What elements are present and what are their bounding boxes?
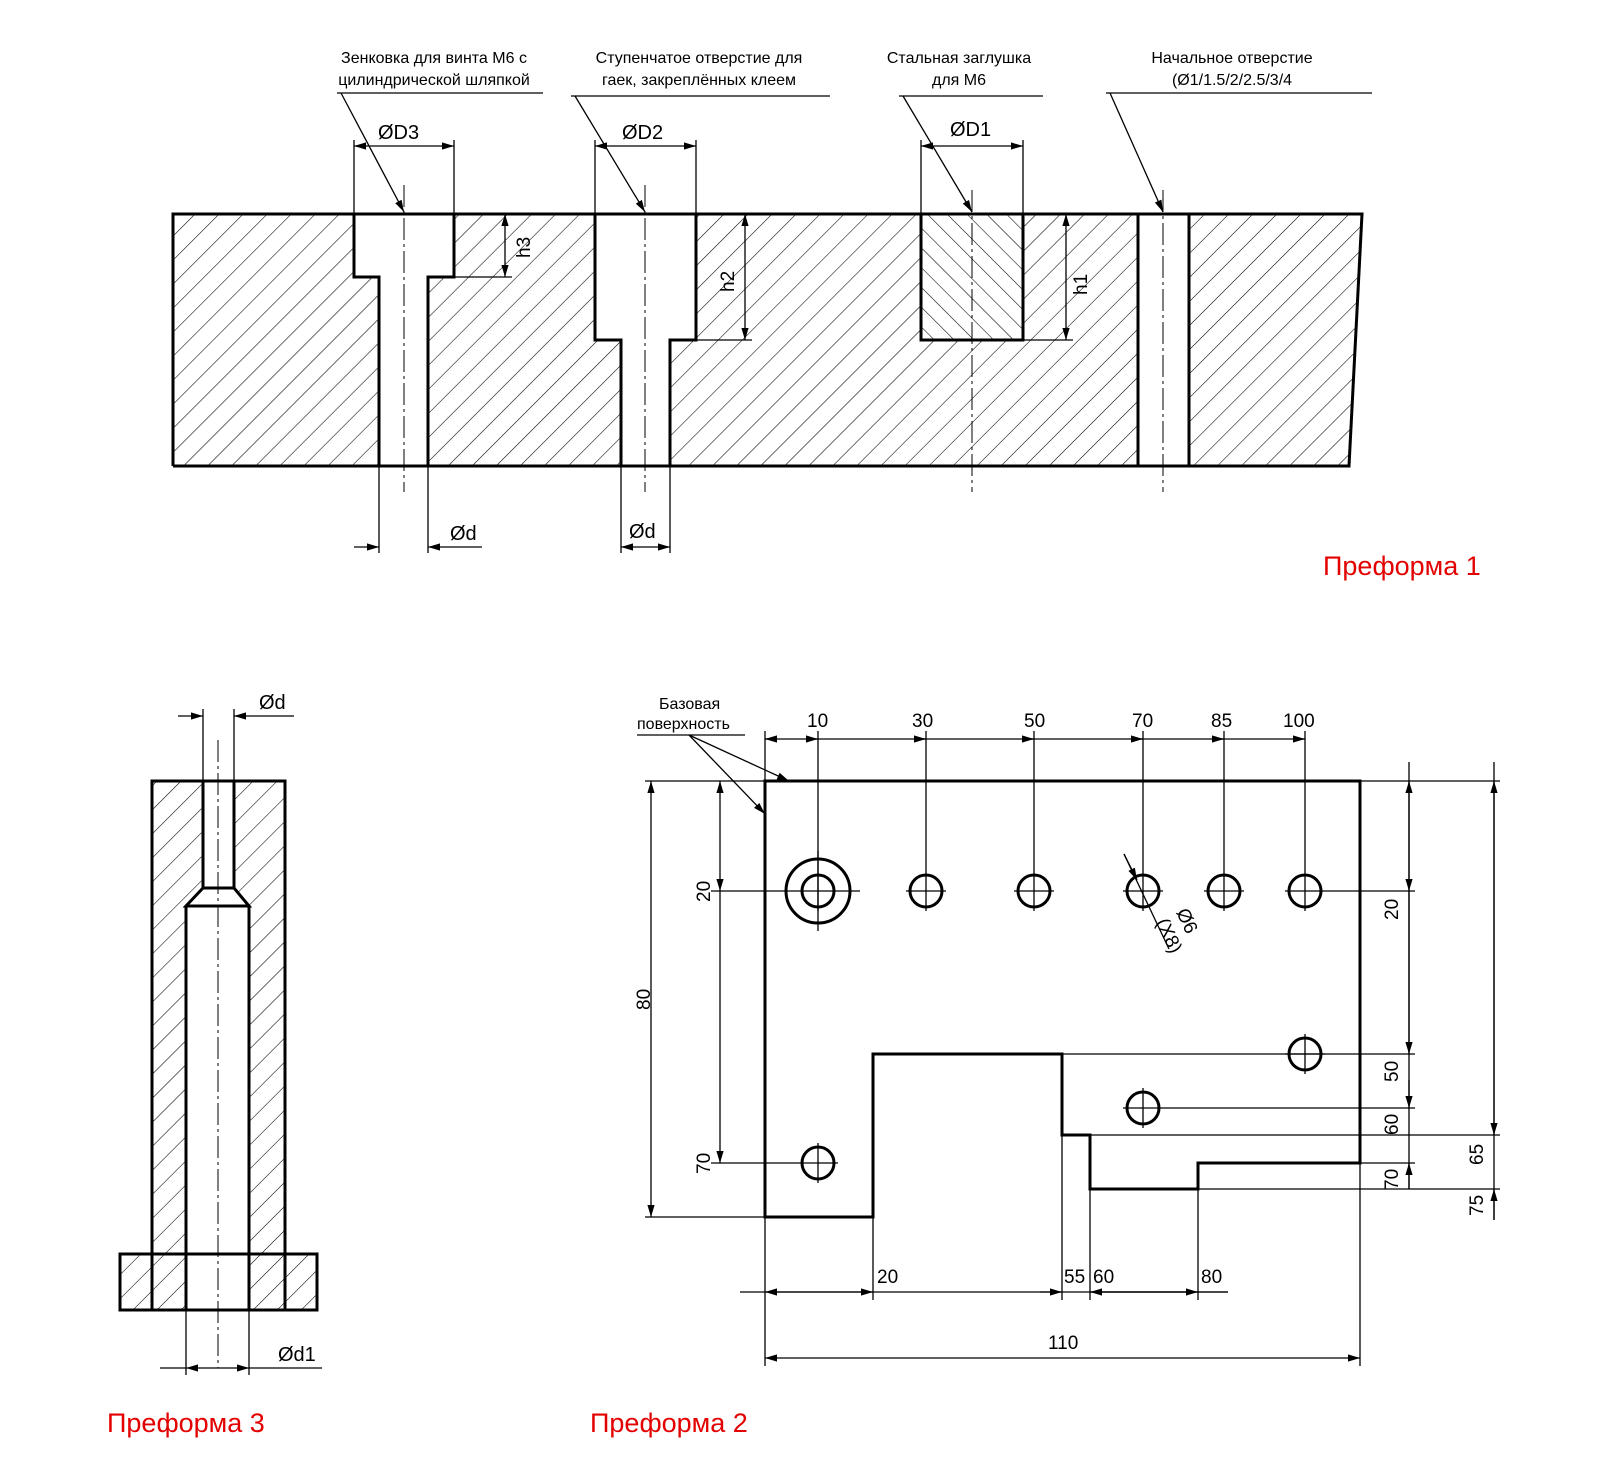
hole-row — [784, 857, 1323, 1181]
dim-d-countersink-label: Ød — [450, 523, 477, 545]
top-dim-30: 30 — [912, 711, 933, 732]
top-dim-85: 85 — [1211, 711, 1232, 732]
right-dim-75: 75 — [1467, 1195, 1488, 1216]
preform-3: Ød Ød1 Преформа 3 — [107, 692, 322, 1438]
preform-1-section — [173, 214, 1362, 466]
callout-countersink-line1: Зенковка для винта М6 с — [341, 50, 527, 67]
callout-initial-line1: Начальное отверстие — [1151, 50, 1312, 67]
dim-h1-label: h1 — [1071, 274, 1092, 295]
bottom-dim-80: 80 — [1201, 1267, 1222, 1288]
right-dim-70: 70 — [1382, 1169, 1403, 1190]
left-dim-80: 80 — [634, 989, 655, 1010]
callout-initial-line2: (Ø1/1.5/2/2.5/3/4 — [1172, 72, 1292, 89]
preform-2-title: Преформа 2 — [590, 1408, 748, 1438]
right-dim-65: 65 — [1467, 1144, 1488, 1165]
callout-stepped-line2: гаек, закреплённых клеем — [602, 72, 796, 89]
preform-1-title: Преформа 1 — [1323, 551, 1481, 581]
base-surface-line2: поверхность — [637, 716, 730, 733]
bottom-dim-20: 20 — [877, 1267, 898, 1288]
bottom-dim-110: 110 — [1048, 1333, 1078, 1354]
dim-d1-label: ØD1 — [950, 119, 991, 141]
preform-3-dim-d: Ød — [259, 692, 286, 714]
right-dim-60: 60 — [1382, 1114, 1403, 1135]
preform-1: ØD3 ØD2 ØD1 h3 h2 h1 Ød Ød Зен — [171, 50, 1481, 581]
bottom-dim-55: 55 — [1064, 1267, 1085, 1288]
left-dim-20: 20 — [694, 881, 715, 902]
bottom-dim-60: 60 — [1093, 1267, 1114, 1288]
callout-stepped-line1: Ступенчатое отверстие для — [596, 50, 803, 67]
preform-3-dim-d1: Ød1 — [278, 1344, 316, 1366]
left-dim-70: 70 — [694, 1153, 715, 1174]
dim-h3-label: h3 — [514, 237, 535, 258]
callout-countersink-line2: цилиндрической шляпкой — [338, 72, 530, 89]
callout-plug-line1: Стальная заглушка — [887, 50, 1031, 67]
dim-d-stepped-label: Ød — [629, 521, 656, 543]
right-dim-20: 20 — [1382, 899, 1403, 920]
base-surface-line1: Базовая — [659, 696, 720, 713]
top-dim-10: 10 — [807, 711, 828, 732]
dim-h2-label: h2 — [718, 271, 739, 292]
callout-plug-line2: для М6 — [932, 72, 986, 89]
preform-3-section — [120, 781, 317, 1310]
top-dim-70: 70 — [1132, 711, 1153, 732]
top-dim-50: 50 — [1024, 711, 1045, 732]
dim-d2-label: ØD2 — [622, 122, 663, 144]
dim-d3-label: ØD3 — [378, 122, 419, 144]
top-dim-100: 100 — [1283, 711, 1315, 732]
right-dim-50: 50 — [1382, 1061, 1403, 1082]
preform-3-title: Преформа 3 — [107, 1408, 265, 1438]
preform-2: 10 30 50 70 85 100 Базовая поверхность 8… — [590, 696, 1500, 1438]
